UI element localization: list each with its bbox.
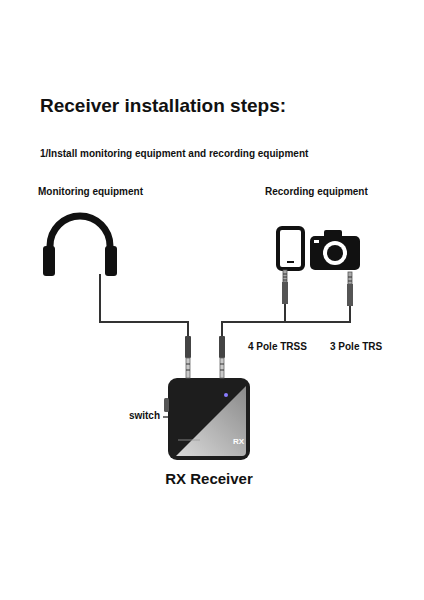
- device-marking: RX: [233, 437, 244, 446]
- leader-line: [163, 416, 168, 417]
- recording-device: Recording equipment: [265, 182, 395, 318]
- device-name: RX Receiver: [165, 470, 253, 487]
- receiver-box: RXRX Receiver: [168, 378, 250, 460]
- trs-jack: [285, 272, 353, 322]
- headphones-icon: [43, 216, 117, 281]
- title: Receiver installation steps:: [40, 95, 286, 117]
- camera-icon: [310, 230, 360, 270]
- trrs-jack: [282, 270, 288, 319]
- phone-icon: [278, 228, 303, 269]
- step-text: 1/Install monitoring equipment and recor…: [40, 148, 308, 159]
- receiver-body: [164, 378, 250, 460]
- headphone-plug: [185, 336, 191, 378]
- group-heading: Monitoring equipment: [38, 182, 175, 197]
- monitoring-device: Monitoring equipment: [38, 182, 175, 280]
- part-label: switch: [129, 410, 160, 421]
- jack-label: 4 Pole TRSS: [248, 341, 307, 352]
- recorder-plug: [219, 336, 225, 378]
- group-heading: Recording equipment: [265, 182, 395, 197]
- jack-label: 3 Pole TRS: [330, 341, 382, 352]
- cable: [100, 280, 188, 378]
